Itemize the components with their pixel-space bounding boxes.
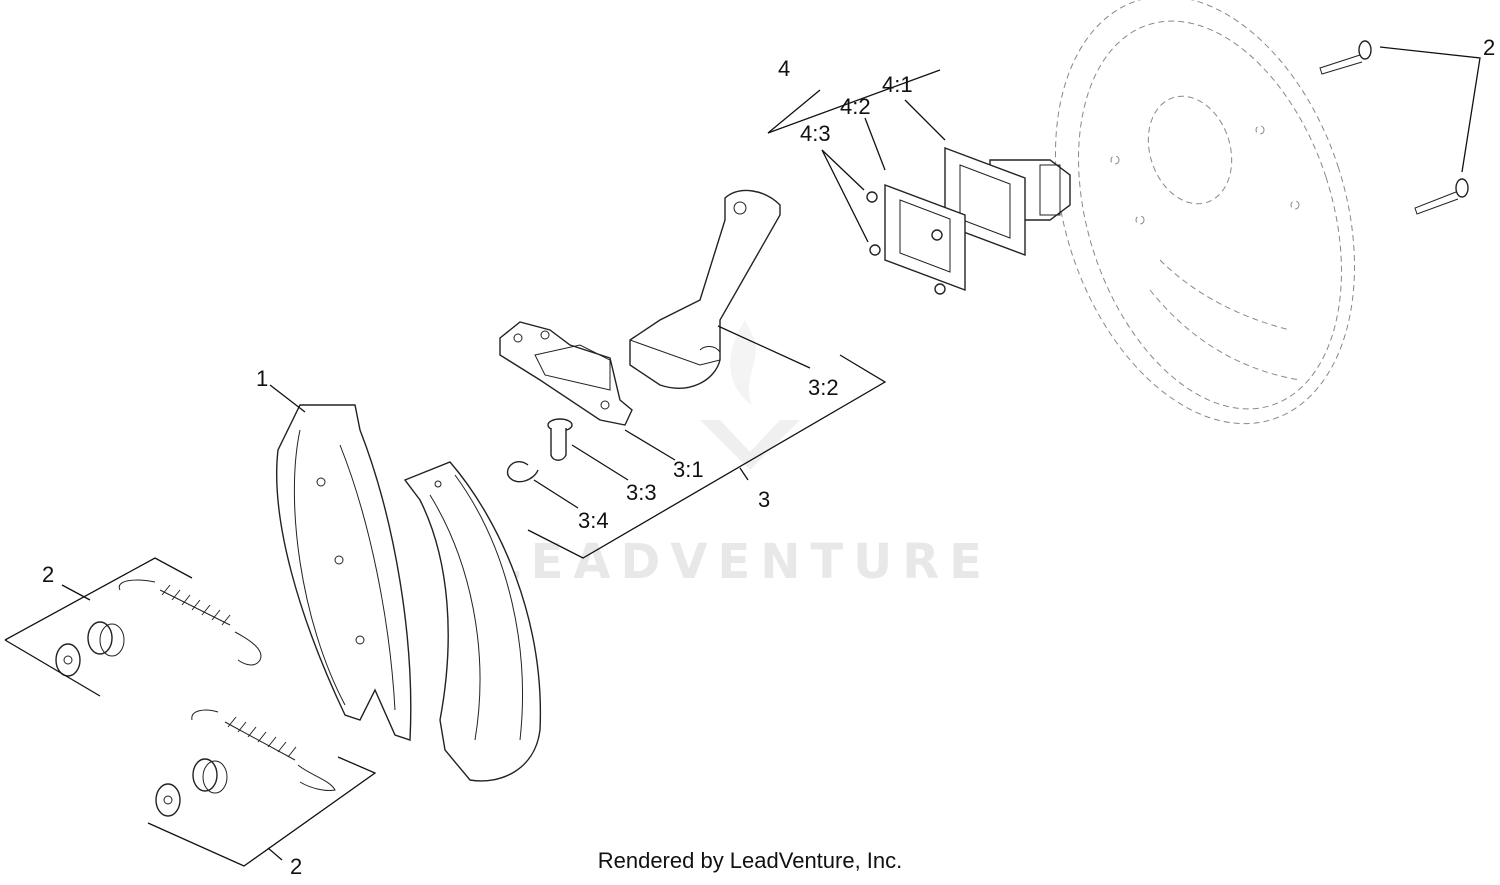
backing-plate [1055, 0, 1355, 425]
callout-2-top-right: 2 [1483, 35, 1495, 60]
render-credit: Rendered by LeadVenture, Inc. [597, 848, 903, 873]
callout-2-left-lower: 2 [290, 854, 302, 879]
clevis-pin [547, 418, 573, 461]
callout-labels: 2 4 4:1 4:2 4:3 3:2 3:1 3:3 3 3:4 1 2 2 [42, 35, 1495, 879]
brake-shoe-primary [276, 404, 412, 741]
brake-shoe-secondary [403, 461, 542, 782]
callout-3-4: 3:4 [578, 508, 609, 533]
watermark-text: LEADVENTURE [490, 534, 992, 590]
callout-3-1: 3:1 [673, 457, 704, 482]
callout-4-3: 4:3 [800, 121, 831, 146]
callout-2-left-upper: 2 [42, 562, 54, 587]
callout-1: 1 [256, 366, 268, 391]
actuator-lever [629, 189, 781, 389]
return-spring-upper [118, 579, 262, 666]
bleeder-screws [866, 191, 946, 295]
callout-3-3: 3:3 [626, 480, 657, 505]
hold-down-spring-upper [55, 621, 125, 677]
callout-4-1: 4:1 [882, 72, 913, 97]
callout-3: 3 [758, 487, 770, 512]
watermark-logo [700, 320, 800, 470]
callout-3-2: 3:2 [808, 375, 839, 400]
cylinder-gasket [884, 183, 966, 292]
hold-down-pin-upper [1319, 40, 1372, 75]
adjuster-bracket [499, 321, 633, 426]
leader-lines [4, 46, 1481, 867]
callout-4: 4 [778, 56, 790, 81]
hold-down-pin-lower [1414, 178, 1469, 215]
hold-down-spring-lower [155, 758, 228, 817]
callout-4-2: 4:2 [840, 94, 871, 119]
e-clip [506, 460, 539, 483]
return-spring-lower [191, 709, 336, 791]
